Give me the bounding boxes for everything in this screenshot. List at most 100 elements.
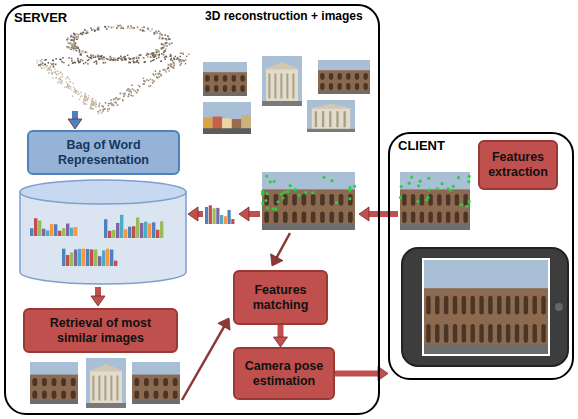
photo-thumbnail — [203, 102, 251, 134]
arrow-head — [218, 318, 230, 330]
cloud-point — [50, 66, 52, 68]
arrow-head — [274, 337, 288, 347]
cloud-point — [152, 55, 154, 57]
arena-arch — [355, 73, 359, 80]
cloud-point — [161, 34, 163, 36]
arena-arch — [264, 211, 269, 223]
arena-arch — [479, 296, 483, 315]
cloud-point — [147, 53, 149, 55]
cloud-point — [135, 61, 137, 63]
cloud-point — [78, 37, 80, 39]
cloud-point — [113, 99, 115, 101]
cloud-point — [73, 40, 75, 42]
cloud-point — [86, 55, 88, 57]
cloud-point — [164, 34, 166, 36]
arena-arch — [541, 324, 545, 343]
cloud-point — [77, 47, 79, 49]
arena-arch — [32, 378, 37, 386]
arena-wall — [262, 189, 355, 230]
cloud-point — [178, 59, 180, 61]
cloud-point — [77, 46, 79, 48]
cloud-point — [182, 53, 184, 55]
cloud-point — [146, 79, 148, 81]
cloud-point — [93, 103, 95, 105]
cloud-point — [104, 108, 106, 110]
cloud-point — [112, 103, 114, 105]
arena-arch — [205, 75, 209, 82]
cloud-point — [152, 79, 154, 81]
arena-arch — [42, 378, 47, 386]
cloud-point — [74, 45, 76, 47]
caption-label: 3D reconstruction + images — [205, 9, 363, 23]
cloud-point — [84, 96, 86, 98]
feature-point — [353, 185, 356, 188]
arena-arch — [134, 391, 139, 399]
cloud-point — [117, 99, 119, 101]
cloud-point — [169, 39, 171, 41]
arena-arch — [154, 378, 159, 386]
cloud-point — [115, 59, 117, 61]
cloud-point — [132, 88, 134, 90]
cloud-point — [123, 93, 125, 95]
photo-ground — [132, 400, 180, 404]
arena-arch — [364, 73, 368, 80]
cloud-point — [118, 57, 120, 59]
cloud-point — [168, 64, 170, 66]
cloud-point — [133, 62, 135, 64]
arena-arch — [428, 194, 432, 206]
cloud-point — [105, 102, 107, 104]
cloud-point — [179, 59, 181, 61]
cloud-point — [53, 67, 55, 69]
photo-sky — [424, 260, 548, 354]
cloud-point — [76, 50, 78, 52]
palazzo-column — [292, 74, 294, 99]
cloud-point — [162, 69, 164, 71]
cloud-point — [50, 63, 52, 65]
cloud-point — [80, 33, 82, 35]
cloud-point — [120, 58, 122, 60]
cloud-point — [70, 36, 72, 38]
cloud-point — [70, 48, 72, 50]
cloud-point — [172, 60, 174, 62]
feature-point — [408, 182, 411, 185]
cloud-point — [122, 99, 124, 101]
cloud-point — [105, 26, 107, 28]
arena-arch — [329, 194, 334, 206]
cloud-point — [98, 106, 100, 108]
histogram-bar — [216, 208, 219, 224]
cloud-point — [103, 106, 105, 108]
cloud-point — [170, 55, 172, 57]
cloud-point — [173, 63, 175, 65]
cloud-point — [70, 39, 72, 41]
cloud-point — [73, 48, 75, 50]
cloud-point — [133, 58, 135, 60]
arena-arch — [524, 324, 528, 343]
arena-arch — [444, 324, 448, 343]
cloud-point — [82, 60, 84, 62]
cloud-point — [67, 86, 69, 88]
arena-arch — [479, 324, 483, 343]
arena-arch — [402, 211, 406, 223]
cloud-point — [128, 96, 130, 98]
arena-arch — [173, 378, 178, 386]
cloud-point — [156, 54, 158, 56]
cloud-point — [162, 44, 164, 46]
cloud-point — [58, 78, 60, 80]
cloud-point — [154, 54, 156, 56]
palazzo-column — [336, 111, 338, 127]
arena-arch — [506, 296, 510, 315]
cloud-point — [85, 93, 87, 95]
cloud-point — [78, 59, 80, 61]
photo-ground — [86, 403, 126, 408]
flow-arrow — [188, 207, 203, 221]
cloud-point — [179, 56, 181, 58]
cloud-point — [182, 53, 184, 55]
photo-sky — [262, 56, 302, 106]
cloud-point — [148, 80, 150, 82]
cloud-point — [96, 104, 98, 106]
cloud-point — [85, 100, 87, 102]
arrow-shaft — [368, 211, 398, 217]
arena-arch — [232, 85, 236, 92]
cloud-point — [74, 34, 76, 36]
photo-ground — [424, 345, 548, 354]
